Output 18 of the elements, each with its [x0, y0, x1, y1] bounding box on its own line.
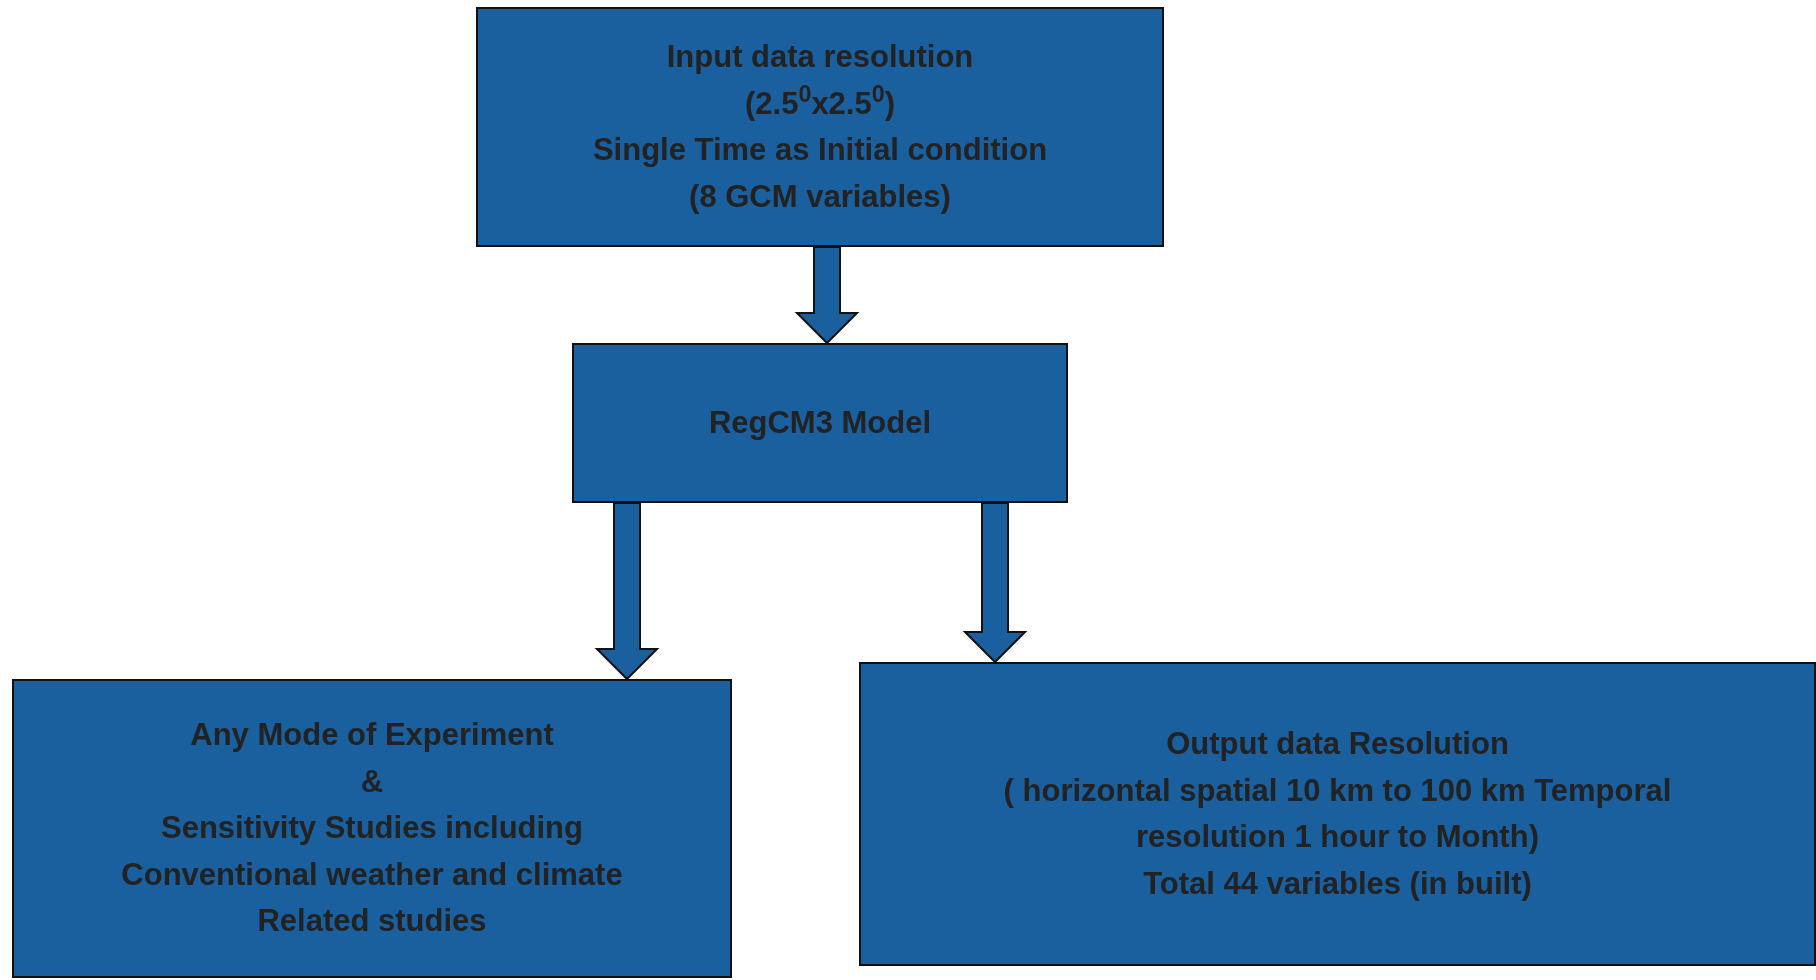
- box-text: (2.5$^{0}$x2.5$^{0}$): [745, 80, 895, 123]
- box-text: Total 44 variables (in built): [1143, 864, 1532, 903]
- box-text: Single Time as Initial condition: [592, 131, 1048, 169]
- process-box: [476, 7, 1164, 247]
- box-text: Input data resolution: [666, 38, 974, 76]
- process-box: [572, 343, 1068, 503]
- box-text: (8 GCM variables): [689, 177, 951, 216]
- block-arrow: [594, 502, 660, 681]
- box-text: Sensitivity Studies including Conventional weather and climate Related studies: [120, 809, 624, 941]
- block-arrow: [794, 246, 860, 345]
- box-text: RegCM3 Model: [708, 403, 932, 442]
- box-text: &: [360, 762, 384, 801]
- box-text: ( horizontal spatial 10 km to 100 km Temporal resolution 1 hour to Month): [1002, 771, 1673, 856]
- process-box: [12, 679, 732, 978]
- box-text: Any Mode of Experiment: [190, 716, 554, 755]
- block-arrow: [962, 502, 1028, 664]
- box-text: Output data Resolution: [1166, 725, 1509, 763]
- process-box: [859, 662, 1816, 966]
